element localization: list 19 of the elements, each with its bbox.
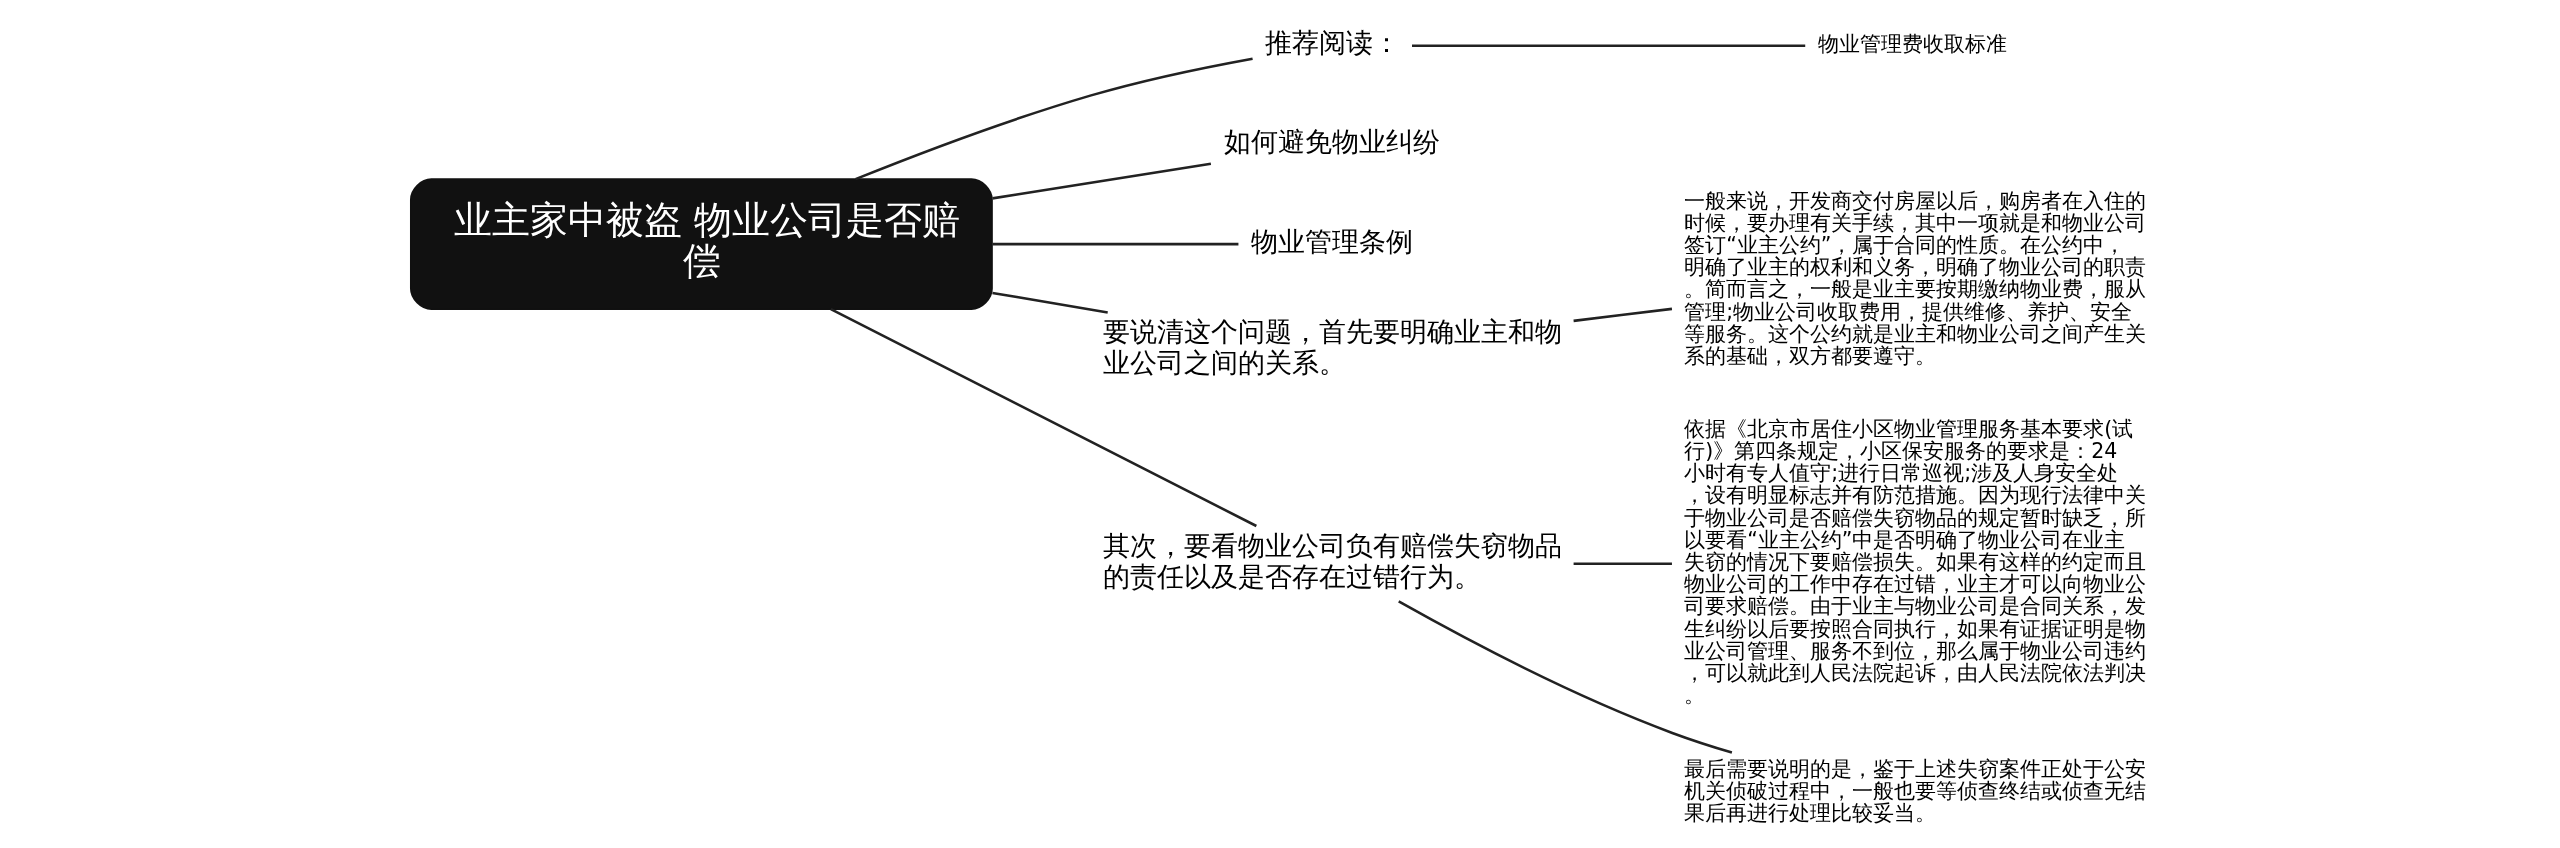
connector <box>1398 600 1733 754</box>
node-text: 物业管理条例 <box>1250 225 1413 257</box>
connector <box>992 162 1212 200</box>
connector <box>992 291 1108 314</box>
connector <box>1573 562 1672 565</box>
node-text: 依据《北京市居住小区物业管理服务基本要求(试行)》第四条规定，小区保安服务的要求是：24小时有专人值守;进行日常巡视;涉及人身安全处，设有明显标志并有防范措施。因为现行法律中关于物业公司是否赔偿失窃物品的规定暂时缺乏，所以要看“业主公约”中是否明确了物业公司在业主失窃的情况下要赔偿损失。如果有这样的约定而且物业公司的工作中存在过错，业主才可以向物业公司要求赔偿。由于业主与物业公司是合同关系，发生纠纷以后要按照合同执行，如果有证据证明是物业公司管理、服务不到位，那么属于物业公司违约，可以就此到人民法院起诉，由人民法院依法判决。 <box>1684 416 2147 708</box>
node-text: 如何避免物业纠纷 <box>1223 126 1440 158</box>
connector <box>830 308 1257 528</box>
node-text: 一般来说，开发商交付房屋以后，购房者在入住的时候，要办理有关手续，其中一项就是和物业公司签订“业主公约”，属于合同的性质。在公约中，明确了业主的权利和义务，明确了物业公司的职责。简而言之，一般是业主要按期缴纳物业费，服从管理;物业公司收取费用，提供维修、养护、安全等服务。这个公约就是业主和物业公司之间产生关系的基础，双方都要遵守。 <box>1684 188 2147 369</box>
node-box: 业主家中被盗 物业公司是否赔偿 <box>410 178 993 310</box>
node-text: 物业管理费收取标准 <box>1817 32 2007 57</box>
connector <box>1573 307 1673 323</box>
connector <box>1412 44 1806 48</box>
connector <box>855 57 1253 181</box>
connector <box>992 242 1239 246</box>
node-text: 其次，要看物业公司负有赔偿失窃物品的责任以及是否存在过错行为。 <box>1103 529 1563 592</box>
node-text: 要说清这个问题，首先要明确业主和物业公司之间的关系。 <box>1103 316 1563 378</box>
node-text: 最后需要说明的是，鉴于上述失窃案件正处于公安机关侦破过程中，一般也要等侦查终结或侦查无结果后再进行处理比较妥当。 <box>1684 756 2147 826</box>
node-text: 推荐阅读： <box>1264 27 1400 59</box>
